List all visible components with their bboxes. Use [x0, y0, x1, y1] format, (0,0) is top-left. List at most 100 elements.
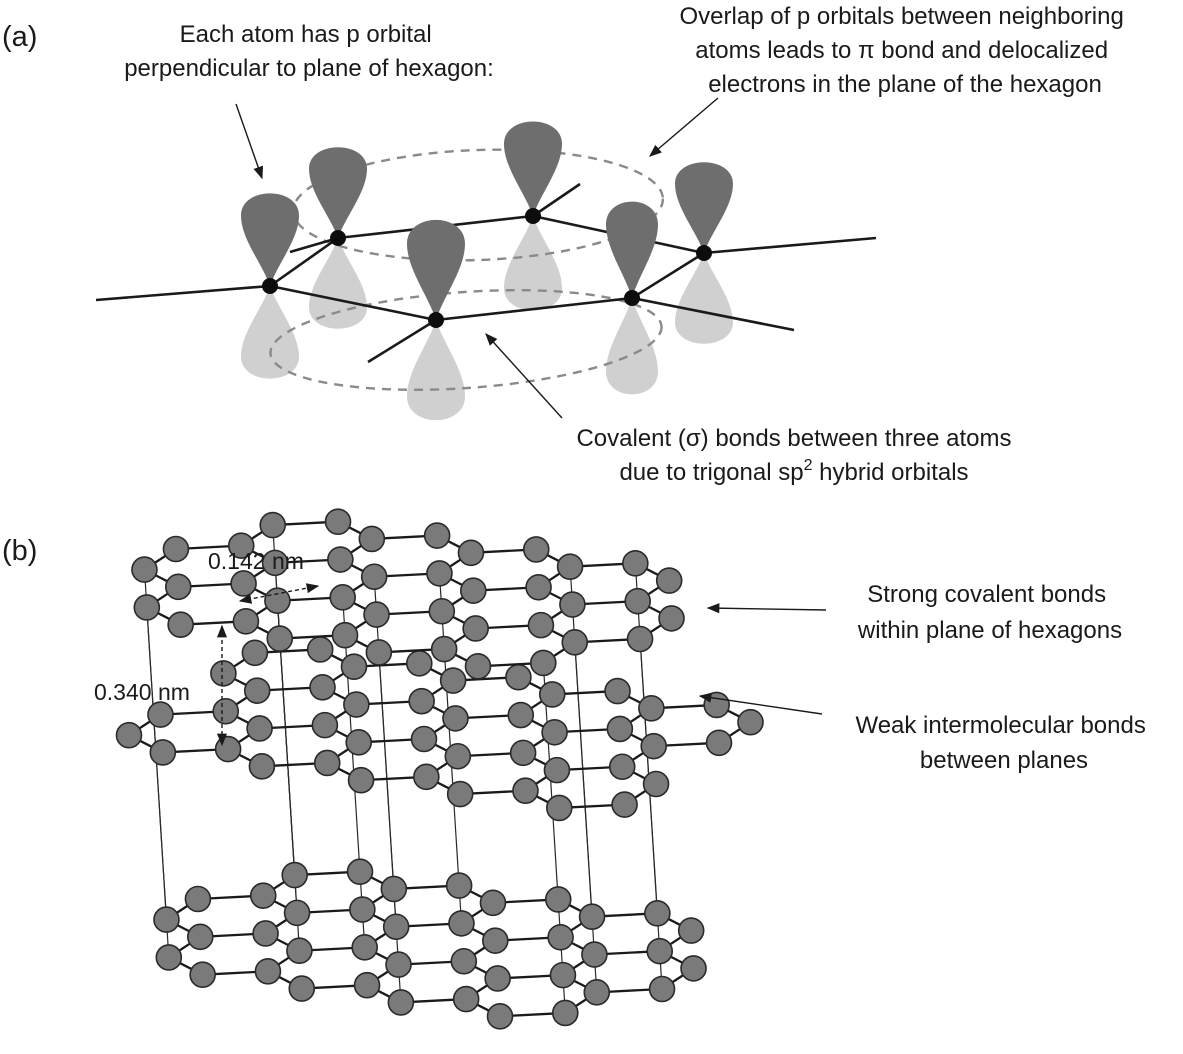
carbon-atom	[410, 725, 438, 753]
carbon-atom	[448, 910, 475, 937]
carbon-atom	[479, 889, 507, 917]
carbon-atom	[638, 695, 665, 722]
p-orbital-lower-lobe	[606, 298, 658, 395]
carbon-atom	[578, 903, 606, 930]
carbon-atom	[288, 975, 316, 1002]
panel-b: (b) 0.142 nm 0.340 nm Strong covalent bo…	[2, 508, 1146, 1030]
interlayer-line	[378, 652, 402, 1003]
carbon-atom	[559, 591, 586, 618]
carbon-atom	[611, 791, 638, 818]
carbon-atom	[705, 729, 733, 757]
carbon-atom	[286, 937, 313, 965]
carbon-atom	[184, 885, 212, 913]
carbon-atom	[327, 546, 354, 573]
note-sigma-bonds: Covalent (σ) bonds between three atoms	[576, 425, 1011, 452]
carbon-atom	[413, 763, 440, 791]
pointer-pi-overlap	[649, 97, 719, 157]
carbon-atom	[549, 961, 577, 989]
carbon-atom	[406, 650, 433, 677]
carbon-atom	[153, 906, 180, 933]
carbon-atom	[252, 920, 279, 947]
carbon-atom	[484, 965, 511, 992]
carbon-atom	[262, 278, 278, 294]
p-orbital-lower-lobe	[241, 286, 299, 379]
carbon-atom	[243, 677, 271, 704]
carbon-atom	[351, 934, 379, 961]
panel-a-label: (a)	[2, 21, 37, 53]
carbon-atom	[545, 794, 573, 822]
carbon-atom	[426, 560, 453, 587]
note-sp2-orbitals: due to trigonal sp2 hybrid orbitals	[619, 457, 968, 486]
carbon-atom	[186, 923, 214, 951]
carbon-atom	[642, 770, 670, 798]
carbon-atom	[644, 900, 671, 927]
carbon-atom	[385, 951, 412, 978]
carbon-atom	[241, 639, 269, 667]
carbon-atom	[450, 947, 478, 975]
panel-a: (a)	[2, 3, 1131, 486]
carbon-atom	[428, 597, 456, 625]
carbon-atom	[131, 556, 158, 583]
carbon-atom	[604, 677, 631, 705]
carbon-atom	[452, 985, 480, 1013]
carbon-atom	[363, 601, 390, 628]
carbon-atom	[261, 549, 289, 577]
carbon-atom	[212, 697, 240, 725]
carbon-atom	[624, 587, 652, 615]
carbon-atom	[329, 584, 357, 611]
p-orbital-lower-lobes	[241, 216, 733, 421]
bond-length-label: 0.142 nm	[208, 548, 304, 574]
carbon-atom	[696, 245, 712, 261]
carbon-atom	[547, 923, 574, 951]
carbon-atom	[324, 508, 352, 535]
pointer-weak-intermolecular	[698, 692, 823, 715]
carbon-atom	[408, 687, 435, 715]
carbon-atom	[309, 673, 336, 701]
carbon-atom	[446, 780, 474, 808]
dimension-bond-length: 0.142 nm	[208, 548, 320, 604]
carbon-atom	[444, 742, 472, 770]
carbon-atom	[133, 594, 161, 621]
carbon-atom	[283, 899, 311, 927]
carbon-atom	[561, 629, 589, 656]
p-orbital-lower-lobe	[504, 216, 562, 311]
carbon-atom	[507, 701, 535, 729]
carbon-atom	[164, 573, 192, 601]
carbon-atom	[509, 739, 537, 767]
carbon-atom	[347, 766, 375, 794]
interlayer-line	[272, 525, 296, 876]
graphene-layer-top	[131, 508, 685, 680]
carbon-atom	[512, 777, 539, 805]
carbon-atom	[189, 961, 216, 988]
carbon-atom	[353, 971, 381, 999]
carbon-atom	[525, 208, 541, 224]
carbon-atom	[430, 635, 458, 663]
carbon-atom	[538, 681, 566, 708]
carbon-atom	[210, 660, 237, 687]
carbon-atom	[737, 708, 764, 736]
graphene-layer-bottom	[153, 858, 707, 1030]
carbon-atom	[658, 605, 685, 632]
carbon-atom	[254, 958, 282, 985]
carbon-atom	[703, 691, 730, 719]
sigma-bond-network	[95, 182, 877, 364]
p-orbital-upper-lobe	[309, 147, 367, 238]
carbon-atom	[281, 861, 309, 889]
carbon-atom	[360, 563, 388, 591]
note-pi-overlap: Overlap of p orbitals between neighborin…	[680, 3, 1131, 98]
carbon-atom	[340, 653, 368, 680]
carbon-atom	[527, 611, 555, 639]
p-orbital-lower-lobe	[309, 238, 367, 329]
carbon-atom	[677, 917, 705, 944]
carbon-atom	[264, 587, 291, 615]
carbon-atom	[541, 718, 568, 746]
carbon-atom	[345, 729, 373, 756]
carbon-atom	[445, 872, 473, 899]
carbon-atom	[640, 732, 668, 760]
carbon-atom	[439, 667, 467, 694]
carbon-atom	[155, 944, 183, 971]
carbon-atom	[464, 653, 492, 680]
carbon-atom	[624, 290, 640, 306]
pointer-p-orbital	[235, 103, 263, 180]
carbon-atom	[313, 749, 341, 777]
